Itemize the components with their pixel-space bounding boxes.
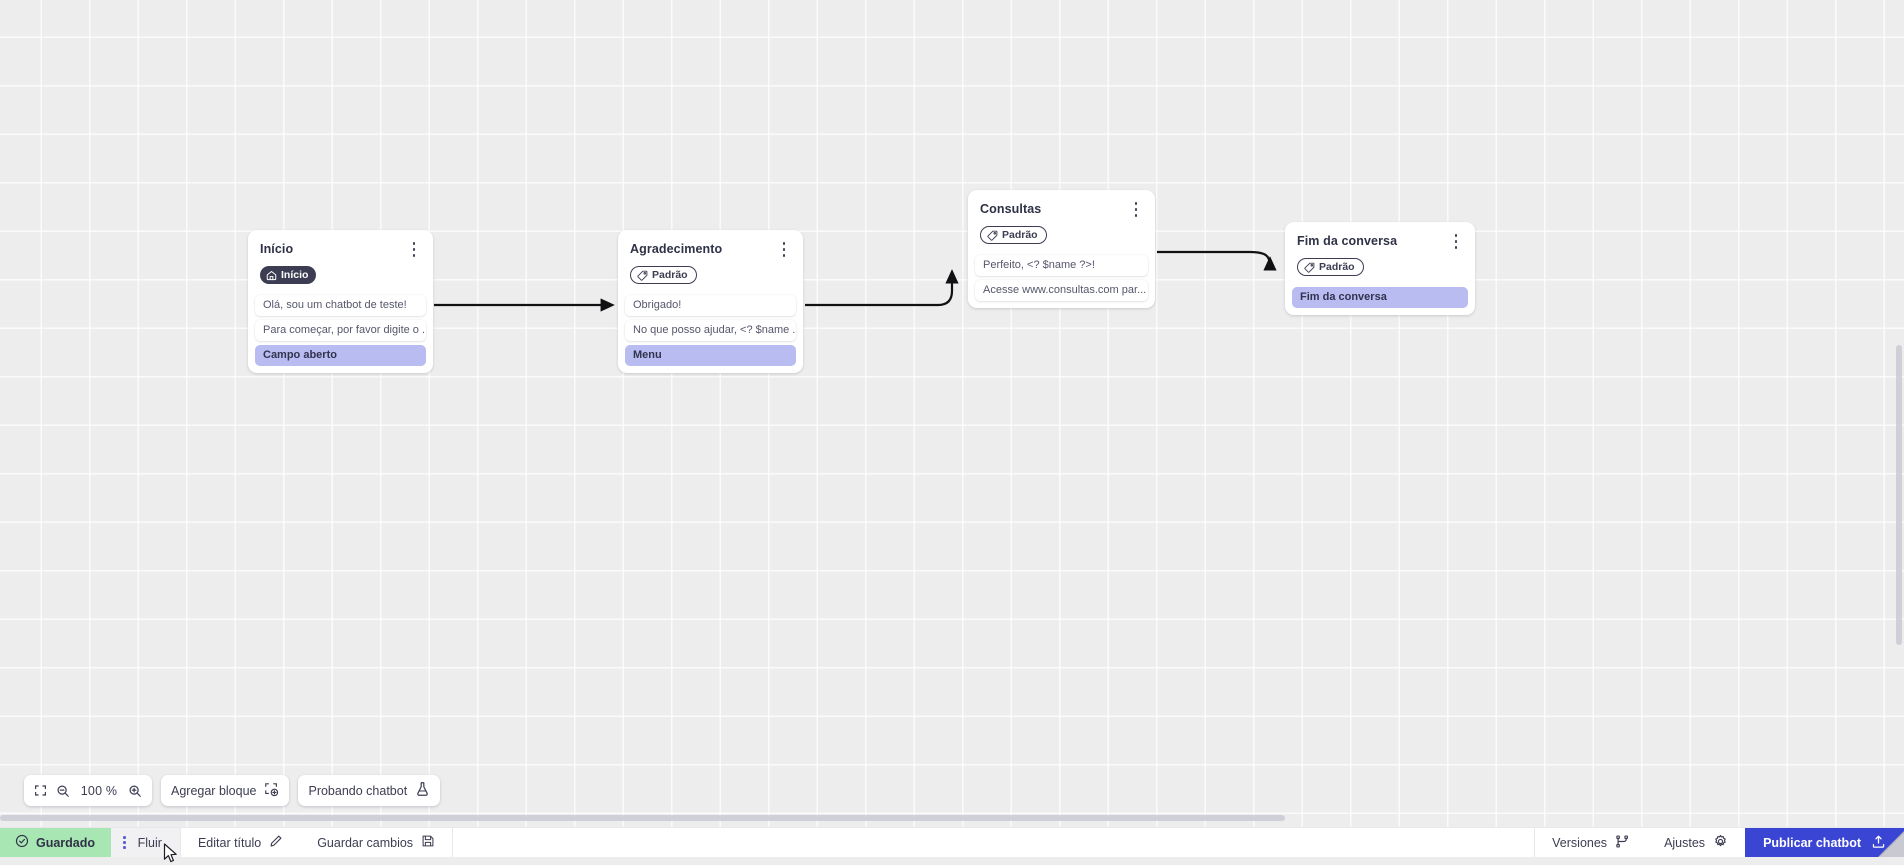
saved-label: Guardado — [36, 836, 95, 850]
test-chatbot-button[interactable]: Probando chatbot — [308, 781, 430, 800]
vertical-scrollbar[interactable] — [1896, 345, 1902, 645]
node-row-accent[interactable]: Menu — [625, 345, 796, 366]
more-vertical-icon[interactable] — [1449, 233, 1463, 250]
window-resize-corner[interactable] — [1878, 831, 1904, 857]
pencil-icon — [269, 834, 283, 851]
add-block-group[interactable]: Agregar bloque — [161, 775, 289, 806]
flow-more-vertical-icon[interactable] — [123, 836, 126, 848]
canvas-toolbar: 100 % Agregar bloque Probando chatbot — [24, 775, 440, 806]
edge-consultas-to-fim — [1157, 250, 1270, 268]
statusbar-spacer — [453, 828, 1534, 857]
more-vertical-icon[interactable] — [407, 241, 421, 258]
node-title-row: Agradecimento — [630, 241, 791, 258]
more-vertical-icon[interactable] — [1129, 201, 1143, 218]
node-row[interactable]: Obrigado! — [625, 295, 796, 316]
edit-title-button[interactable]: Editar título — [181, 828, 300, 857]
edge-agradecimento-consultas — [805, 272, 952, 305]
flow-tab-label: Fluir — [138, 836, 162, 850]
connector-edges — [0, 0, 1904, 830]
node-row-accent[interactable]: Campo aberto — [255, 345, 426, 366]
edge-consultas-fim-visible — [1157, 252, 1270, 266]
node-row[interactable]: Para começar, por favor digite o ... — [255, 320, 426, 341]
publish-chatbot-label: Publicar chatbot — [1763, 836, 1861, 850]
settings-label: Ajustes — [1664, 836, 1705, 850]
gear-icon — [1713, 834, 1728, 852]
add-block-icon — [264, 782, 279, 800]
floppy-disk-icon — [421, 834, 435, 851]
node-chip-default[interactable]: Padrão — [980, 226, 1047, 244]
tag-icon — [637, 270, 648, 281]
save-changes-label: Guardar cambios — [317, 836, 413, 850]
node-row-accent[interactable]: Fim da conversa — [1292, 287, 1468, 308]
node-title: Agradecimento — [630, 241, 722, 256]
versions-label: Versiones — [1552, 836, 1607, 850]
node-row[interactable]: No que posso ajudar, <? $name ... — [625, 320, 796, 341]
node-row[interactable]: Perfeito, <? $name ?>! — [975, 255, 1148, 276]
node-chip-label: Padrão — [1319, 261, 1355, 273]
node-row[interactable]: Acesse www.consultas.com par... — [975, 280, 1148, 301]
fit-screen-icon[interactable] — [34, 784, 47, 797]
bottom-status-bar: Guardado Fluir Editar título Guardar cam… — [0, 827, 1904, 857]
node-chip-default[interactable]: Padrão — [630, 266, 697, 284]
node-chip-label: Padrão — [652, 269, 688, 281]
node-title-row: Fim da conversa — [1297, 233, 1463, 250]
save-changes-button[interactable]: Guardar cambios — [300, 828, 452, 857]
node-chip-label: Início — [281, 269, 308, 281]
node-body: Obrigado! No que posso ajudar, <? $name .… — [618, 295, 803, 373]
zoom-controls-group: 100 % — [24, 775, 152, 806]
node-chip-start[interactable]: Início — [260, 266, 316, 284]
node-row[interactable]: Olá, sou um chatbot de teste! — [255, 295, 426, 316]
home-icon — [266, 270, 277, 281]
node-chip-default[interactable]: Padrão — [1297, 258, 1364, 276]
node-title: Início — [260, 241, 293, 256]
node-title-row: Consultas — [980, 201, 1143, 218]
flask-icon — [415, 781, 430, 800]
test-chatbot-group[interactable]: Probando chatbot — [298, 775, 440, 806]
edge-consultas-fim-path — [1157, 252, 1271, 267]
node-body: Olá, sou um chatbot de teste! Para começa… — [248, 295, 433, 373]
add-block-button[interactable]: Agregar bloque — [171, 782, 279, 800]
zoom-out-icon[interactable] — [56, 784, 70, 798]
add-block-label: Agregar bloque — [171, 784, 256, 798]
zoom-in-icon[interactable] — [128, 784, 142, 798]
node-chip-label: Padrão — [1002, 229, 1038, 241]
edge-consultas-fim — [1157, 250, 1272, 266]
branch-icon — [1615, 834, 1630, 852]
saved-status-badge: Guardado — [0, 828, 111, 857]
node-title: Fim da conversa — [1297, 233, 1397, 248]
tag-icon — [1304, 262, 1315, 273]
edge-consultas-fim-final — [1157, 252, 1270, 266]
tag-icon — [987, 230, 998, 241]
edit-title-label: Editar título — [198, 836, 261, 850]
node-body: Fim da conversa — [1285, 287, 1475, 315]
more-vertical-icon[interactable] — [777, 241, 791, 258]
horizontal-scrollbar[interactable] — [0, 815, 1285, 821]
node-body: Perfeito, <? $name ?>! Acesse www.consult… — [968, 255, 1155, 308]
test-chatbot-label: Probando chatbot — [308, 784, 407, 798]
settings-button[interactable]: Ajustes — [1647, 828, 1745, 857]
flow-tab[interactable]: Fluir — [111, 828, 181, 857]
check-circle-icon — [15, 834, 29, 851]
zoom-level-value[interactable]: 100 % — [79, 784, 119, 798]
node-title: Consultas — [980, 201, 1041, 216]
node-title-row: Início — [260, 241, 421, 258]
versions-button[interactable]: Versiones — [1535, 828, 1647, 857]
